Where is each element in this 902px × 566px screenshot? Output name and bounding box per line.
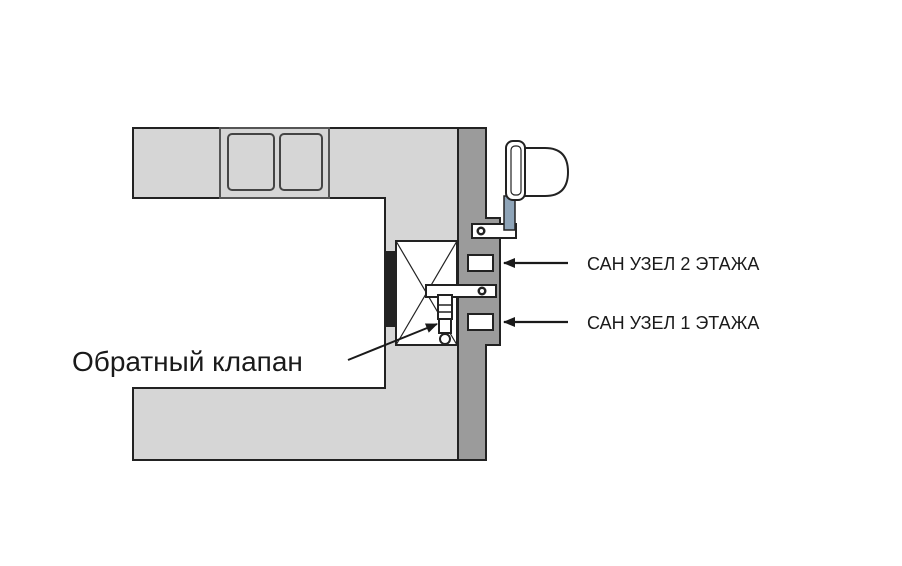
- floor1-label: САН УЗЕЛ 1 ЭТАЖА: [587, 313, 759, 333]
- cabinet-door: [384, 251, 395, 327]
- floor2-riser-opening: [467, 254, 494, 272]
- floor2-label: САН УЗЕЛ 2 ЭТАЖА: [587, 254, 759, 274]
- floor1-riser-opening: [467, 313, 494, 331]
- check-valve-icon: [425, 284, 497, 345]
- check-valve-label: Обратный клапан: [72, 346, 303, 377]
- double-sink-icon: [219, 127, 330, 199]
- toilet-icon: [505, 140, 570, 201]
- upper-pipe-connection: [471, 195, 517, 239]
- check-valve-arrow: [347, 323, 438, 361]
